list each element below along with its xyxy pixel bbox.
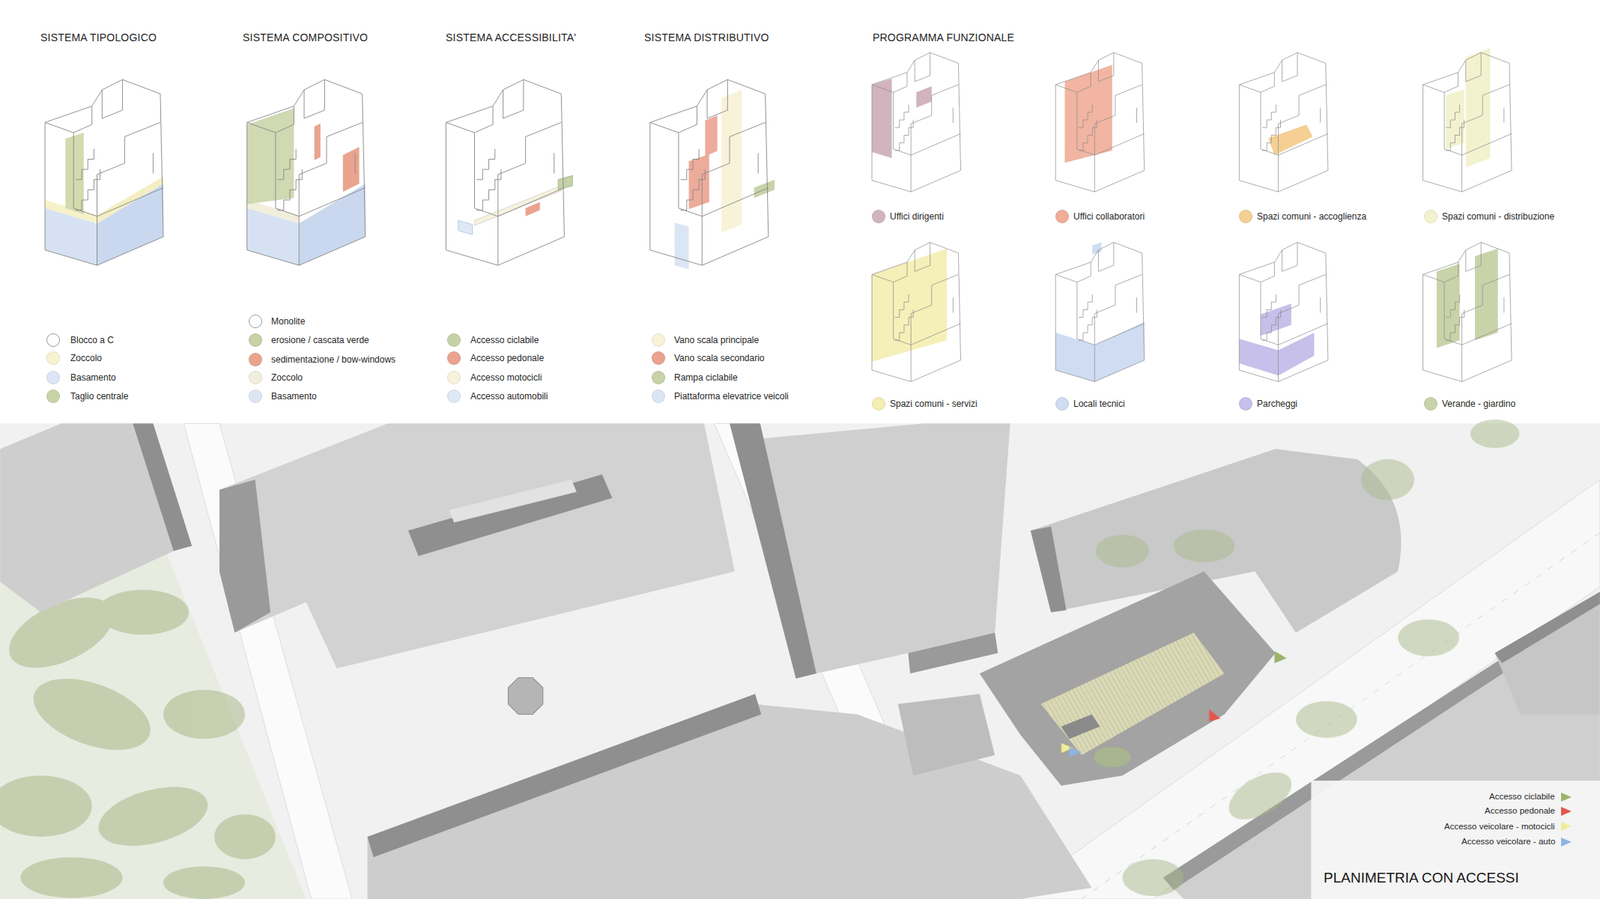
legend-swatch [1423,209,1438,224]
map-caption: PLANIMETRIA CON ACCESSI [1323,869,1520,887]
legend-text: Rampa ciclabile [674,371,738,384]
legend-text: sedimentazione / bow-windows [271,353,396,366]
legend-text: Verande - giardino [1441,397,1516,410]
section-heading: SISTEMA DISTRIBUTIVO [644,30,770,45]
legend-text: Accesso pedonale [470,352,544,365]
legend-text: Uffici collaboratori [1073,210,1145,223]
legend-text: Spazi comuni - distribuzione [1441,210,1555,223]
legend-swatch [248,352,263,367]
legend-text: Spazi comuni - servizi [889,397,978,410]
legend-swatch [447,351,461,365]
legend-swatch [447,370,461,385]
legend-text: Monolite [271,315,305,328]
legend-text: Zoccolo [70,352,102,365]
legend-swatch [871,397,886,411]
legend-text: Basamento [70,371,117,384]
section-heading: SISTEMA TIPOLOGICO [40,30,157,45]
section-heading: SISTEMA COMPOSITIVO [242,30,368,45]
legend-swatch [651,333,666,347]
legend-swatch [248,333,263,347]
legend-text: Zoccolo [271,371,303,384]
legend-swatch [248,314,263,329]
legend-swatch [651,389,666,403]
legend-swatch [651,351,666,365]
legend-swatch [1238,209,1253,224]
legend-text: Accesso pedonale [1484,805,1556,817]
legend-swatch [248,370,263,385]
legend-text: Accesso veicolare - auto [1461,835,1556,848]
legend-swatch [651,370,666,385]
legend-text: Accesso ciclabile [470,334,539,347]
legend-text: Basamento [271,390,317,403]
legend-swatch [46,351,60,365]
legend-swatch [871,209,886,224]
legend-text: Spazi comuni - accoglienza [1256,210,1367,223]
legend-swatch [46,389,60,403]
legend-text: Vano scala principale [674,334,759,347]
legend-text: Vano scala secondario [674,352,765,365]
legend-text: Uffici dirigenti [889,210,944,223]
legend-text: erosione / cascata verde [271,334,370,347]
legend-text: Piattaforma elevatrice veicoli [674,390,789,403]
legend-text: Taglio centrale [70,390,129,403]
legend-swatch [46,333,60,347]
legend-text: Accesso veicolare - motocicli [1444,820,1556,833]
legend-swatch [46,370,60,385]
section-heading: PROGRAMMA FUNZIONALE [872,30,1015,45]
legend-swatch [1238,397,1253,411]
legend-text: Parcheggi [1256,397,1298,410]
legend-swatch [248,389,263,403]
legend-swatch [447,333,461,347]
legend-swatch [1055,397,1069,411]
legend-swatch [1423,397,1438,411]
legend-text: Accesso motocicli [470,371,542,384]
legend-text: Accesso ciclabile [1489,791,1556,803]
legend-text: Accesso automobili [470,390,548,403]
legend-swatch [1055,209,1069,224]
legend-swatch [447,389,461,403]
legend-text: Locali tecnici [1073,397,1126,410]
section-heading: SISTEMA ACCESSIBILITA' [445,30,577,45]
legend-text: Blocco a C [70,334,114,347]
